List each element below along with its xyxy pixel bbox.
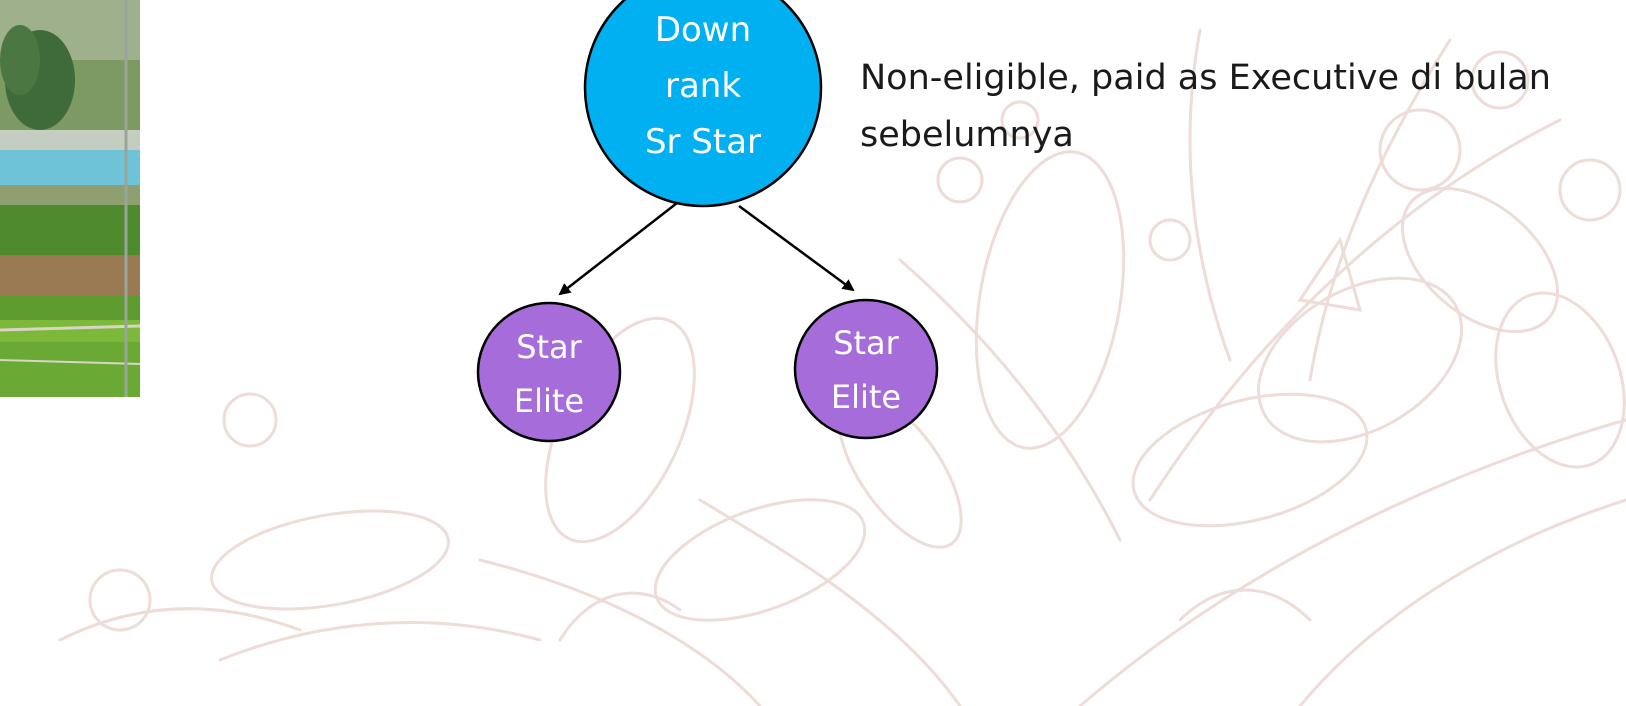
top-node-circle	[583, 0, 823, 208]
child-node-circle-right	[793, 298, 939, 440]
child-node-circle-left	[476, 301, 622, 443]
eligibility-note: Non-eligible, paid as Executive di bulan…	[860, 58, 1551, 155]
farm-landscape-photo	[0, 0, 140, 397]
arrow-to-left-child	[558, 202, 678, 296]
arrow-to-right-child	[738, 204, 855, 292]
